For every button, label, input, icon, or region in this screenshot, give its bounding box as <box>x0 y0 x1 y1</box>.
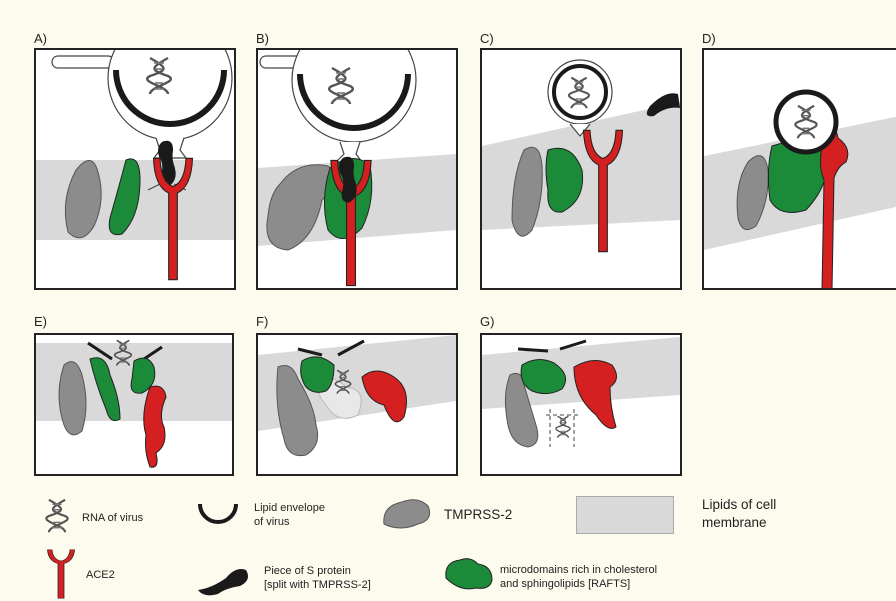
ace2-receptor <box>144 386 166 467</box>
panel-label-f: F) <box>256 314 268 329</box>
dna-icon <box>556 416 570 438</box>
legend-lipids-line1: Lipids of cell <box>702 496 776 513</box>
panel-label-c: C) <box>480 31 494 46</box>
legend-envelope-line1: Lipid envelope <box>254 502 325 515</box>
gray-blob-icon <box>378 494 434 532</box>
gray-rectangle-icon <box>576 496 674 534</box>
panel-f <box>256 333 458 476</box>
panel-g <box>480 333 682 476</box>
black-blob-icon <box>196 560 252 596</box>
panel-b <box>256 48 458 290</box>
dna-helix-icon <box>40 498 74 534</box>
legend-lipids-line2: membrane <box>702 514 767 531</box>
legend-rna-label: RNA of virus <box>82 512 143 525</box>
legend-envelope-line2: of virus <box>254 516 289 529</box>
panel-label-d: D) <box>702 31 716 46</box>
panel-d <box>702 48 896 290</box>
panel-a <box>34 48 236 290</box>
red-y-receptor-icon <box>46 548 76 600</box>
envelope-fragment <box>518 349 548 351</box>
panel-label-g: G) <box>480 314 494 329</box>
virus-outer <box>548 60 612 124</box>
legend-tmprss2-label: TMPRSS-2 <box>444 506 512 523</box>
panel-c <box>480 48 682 290</box>
ace2-receptor <box>574 360 617 428</box>
green-blob-icon <box>440 554 496 594</box>
panel-label-b: B) <box>256 31 269 46</box>
legend-rafts-line1: microdomains rich in cholesterol <box>500 564 657 577</box>
legend-rafts-line2: and sphingolipids [RAFTS] <box>500 578 630 591</box>
panel-label-e: E) <box>34 314 47 329</box>
legend-sprotein-line2: [split with TMPRSS-2] <box>264 579 371 592</box>
legend-ace2-label: ACE2 <box>86 569 115 582</box>
raft <box>301 357 334 393</box>
legend-sprotein-line1: Piece of S protein <box>264 565 351 578</box>
envelope-arc-icon <box>196 500 240 530</box>
spike-stalk <box>52 56 114 68</box>
virus-envelope <box>776 92 836 152</box>
panel-e <box>34 333 234 476</box>
panel-label-a: A) <box>34 31 47 46</box>
